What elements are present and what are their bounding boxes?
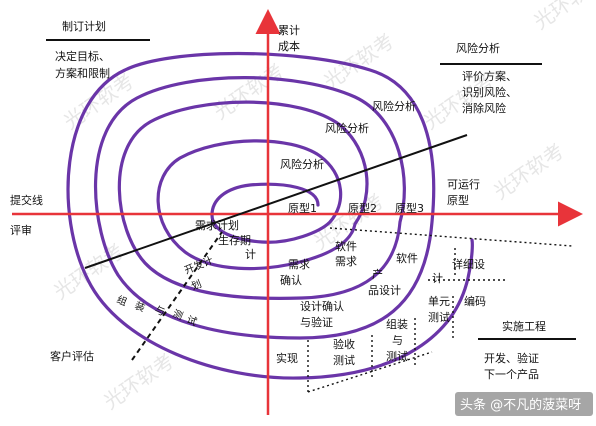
watermark-2: 光环软考 — [209, 59, 288, 125]
assembly-char-2: 装 — [133, 299, 147, 315]
risk-box-line-1: 评价方案、 — [462, 69, 517, 83]
assembly-char-3: 与 — [153, 304, 167, 319]
plan-box-line-1: 决定目标、 — [55, 49, 110, 63]
runnable-prototype-2: 原型 — [447, 193, 469, 207]
cumulative-cost-label-2: 成本 — [278, 39, 300, 53]
detail-design-1: 详细设 — [452, 257, 485, 271]
footer-backdrop — [455, 392, 593, 416]
acceptance-test-2: 测试 — [333, 354, 355, 367]
risk-box-line-2: 识别风险、 — [462, 85, 517, 99]
risk-box-title: 风险分析 — [456, 41, 500, 55]
unit-test-2: 测试 — [428, 311, 450, 324]
assembly-char-1: 组 — [115, 293, 129, 309]
plan-box-line-2: 方案和限制 — [55, 66, 110, 80]
risk-box: 风险分析 评价方案、 识别风险、 消除风险 — [456, 41, 517, 115]
watermark-7: 光环软考 — [489, 139, 568, 205]
product-design-2: 品设计 — [368, 284, 401, 297]
req-confirm-2: 确认 — [280, 274, 302, 287]
acceptance-test-1: 验收 — [333, 337, 355, 351]
detail-design-2: 计 — [432, 272, 443, 285]
assembly-char-5: 试 — [185, 313, 199, 329]
plan-box: 制订计划 决定目标、 方案和限制 — [55, 20, 110, 80]
watermark-9: 光环软考 — [529, 0, 596, 34]
review-label: 评审 — [10, 223, 32, 237]
lifecycle-plan-2: 计 — [245, 248, 256, 261]
prototype-2: 原型2 — [348, 201, 377, 215]
dev-plan-2: 划 — [189, 277, 203, 293]
prototype-1: 原型1 — [288, 201, 317, 215]
customer-eval-label: 客户评估 — [50, 349, 94, 363]
plan-box-title: 制订计划 — [62, 20, 106, 33]
runnable-prototype-1: 可运行 — [447, 178, 480, 191]
design-confirm-1: 设计确认 — [300, 300, 344, 313]
assembly-char-4: 测 — [171, 307, 185, 323]
risk-label-middle: 风险分析 — [325, 121, 369, 135]
prototype-3: 原型3 — [395, 201, 424, 215]
footer-attribution: 头条 @不凡的菠菜呀 — [460, 397, 581, 413]
assembly-test-3: 测试 — [386, 350, 408, 363]
cumulative-cost-label-1: 累计 — [278, 24, 300, 37]
risk-label-outer: 风险分析 — [372, 99, 416, 113]
engineering-box: 实施工程 开发、验证 下一个产品 — [484, 319, 546, 381]
dev-plan-1: 开发计 — [182, 253, 215, 276]
assembly-test-2: 与 — [392, 334, 403, 347]
coding: 编码 — [464, 294, 486, 308]
engineering-box-line-2: 下一个产品 — [484, 367, 539, 381]
risk-label-inner: 风险分析 — [280, 157, 324, 171]
customer-eval-line — [131, 231, 223, 361]
lifecycle-plan-1: 生存期 — [218, 233, 251, 247]
watermark-8: 光环软考 — [99, 349, 178, 415]
design-confirm-2: 与验证 — [300, 315, 333, 329]
commitment-line-label: 提交线 — [10, 193, 43, 207]
requirement-plan: 需求计划 — [195, 219, 239, 232]
product-design-1: 产 — [372, 267, 383, 281]
software-req-2: 需求 — [335, 255, 357, 268]
unit-test-1: 单元 — [428, 295, 450, 308]
engineering-grid — [307, 227, 573, 393]
risk-box-line-3: 消除风险 — [462, 101, 506, 115]
software: 软件 — [396, 251, 418, 265]
commitment-line — [84, 134, 468, 269]
engineering-box-line-1: 开发、验证 — [484, 351, 539, 365]
engineering-box-title: 实施工程 — [502, 319, 546, 333]
req-confirm-1: 需求 — [288, 258, 310, 271]
software-req-1: 软件 — [335, 239, 357, 253]
assembly-test-1: 组装 — [386, 317, 408, 331]
implement: 实现 — [276, 351, 298, 365]
